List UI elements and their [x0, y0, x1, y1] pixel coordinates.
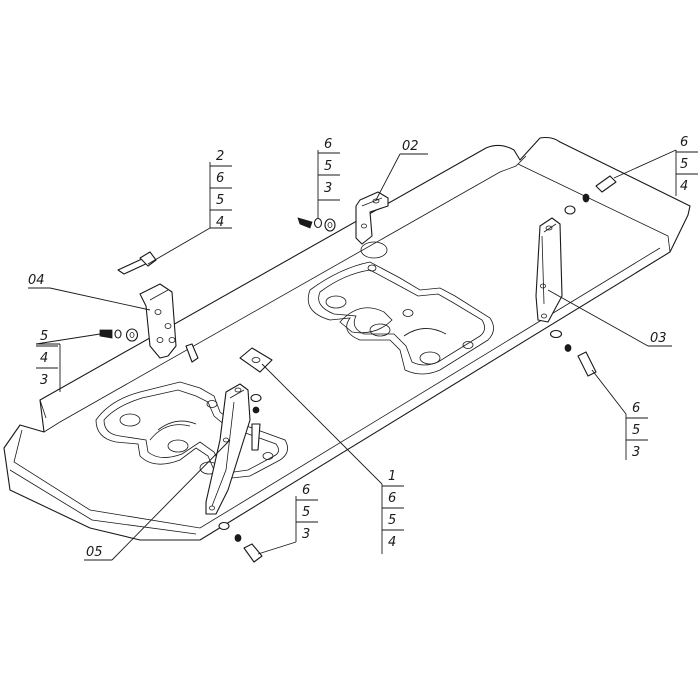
callout-stack-bottom: 6 5 3 [296, 483, 318, 542]
bracket-02 [355, 191, 389, 245]
callout-label: 5 [302, 505, 310, 520]
callout-label: 5 [324, 159, 332, 174]
callout-stack-top-right: 6 5 4 [676, 135, 698, 194]
fasteners [99, 175, 617, 563]
plate-part-1 [239, 347, 273, 373]
callout-stack-top-left: 2 6 5 4 [210, 149, 232, 230]
bracket-05 [205, 383, 251, 515]
part-label-04: 04 [28, 273, 45, 288]
callout-label: 3 [40, 373, 48, 388]
bracket-04 [139, 283, 177, 359]
callout-label: 6 [302, 483, 310, 498]
callout-label: 5 [632, 423, 640, 438]
leader-lines [28, 149, 677, 561]
callout-label: 1 [388, 469, 396, 484]
callout-label: 3 [324, 181, 332, 196]
part-label-05: 05 [86, 545, 103, 560]
part-label-03: 03 [650, 331, 667, 346]
callout-label: 6 [632, 401, 640, 416]
callout-label: 3 [632, 445, 640, 460]
bracket-03 [535, 217, 563, 323]
callout-label: 3 [302, 527, 310, 542]
callout-label: 6 [388, 491, 396, 506]
callout-label: 5 [388, 513, 396, 528]
part-label-02: 02 [402, 139, 419, 154]
callout-label: 5 [680, 157, 688, 172]
callout-label: 4 [680, 179, 688, 194]
callout-stack-left: 5 4 3 [36, 329, 58, 388]
skid-plate [3, 136, 691, 541]
callout-label: 4 [40, 351, 48, 366]
callout-label: 2 [216, 149, 224, 164]
callout-label: 4 [388, 535, 396, 550]
callout-label: 6 [216, 171, 224, 186]
callout-stack-center: 1 6 5 4 [382, 469, 404, 550]
callout-stack-right-bottom: 6 5 3 [626, 401, 648, 460]
callout-label: 5 [216, 193, 224, 208]
t-bolt-part-2 [117, 251, 157, 275]
callout-label: 6 [324, 137, 332, 152]
callout-label: 4 [216, 215, 224, 230]
callout-label: 5 [40, 329, 48, 344]
callout-stack-top-mid: 6 5 3 [318, 137, 340, 196]
callout-label: 6 [680, 135, 688, 150]
